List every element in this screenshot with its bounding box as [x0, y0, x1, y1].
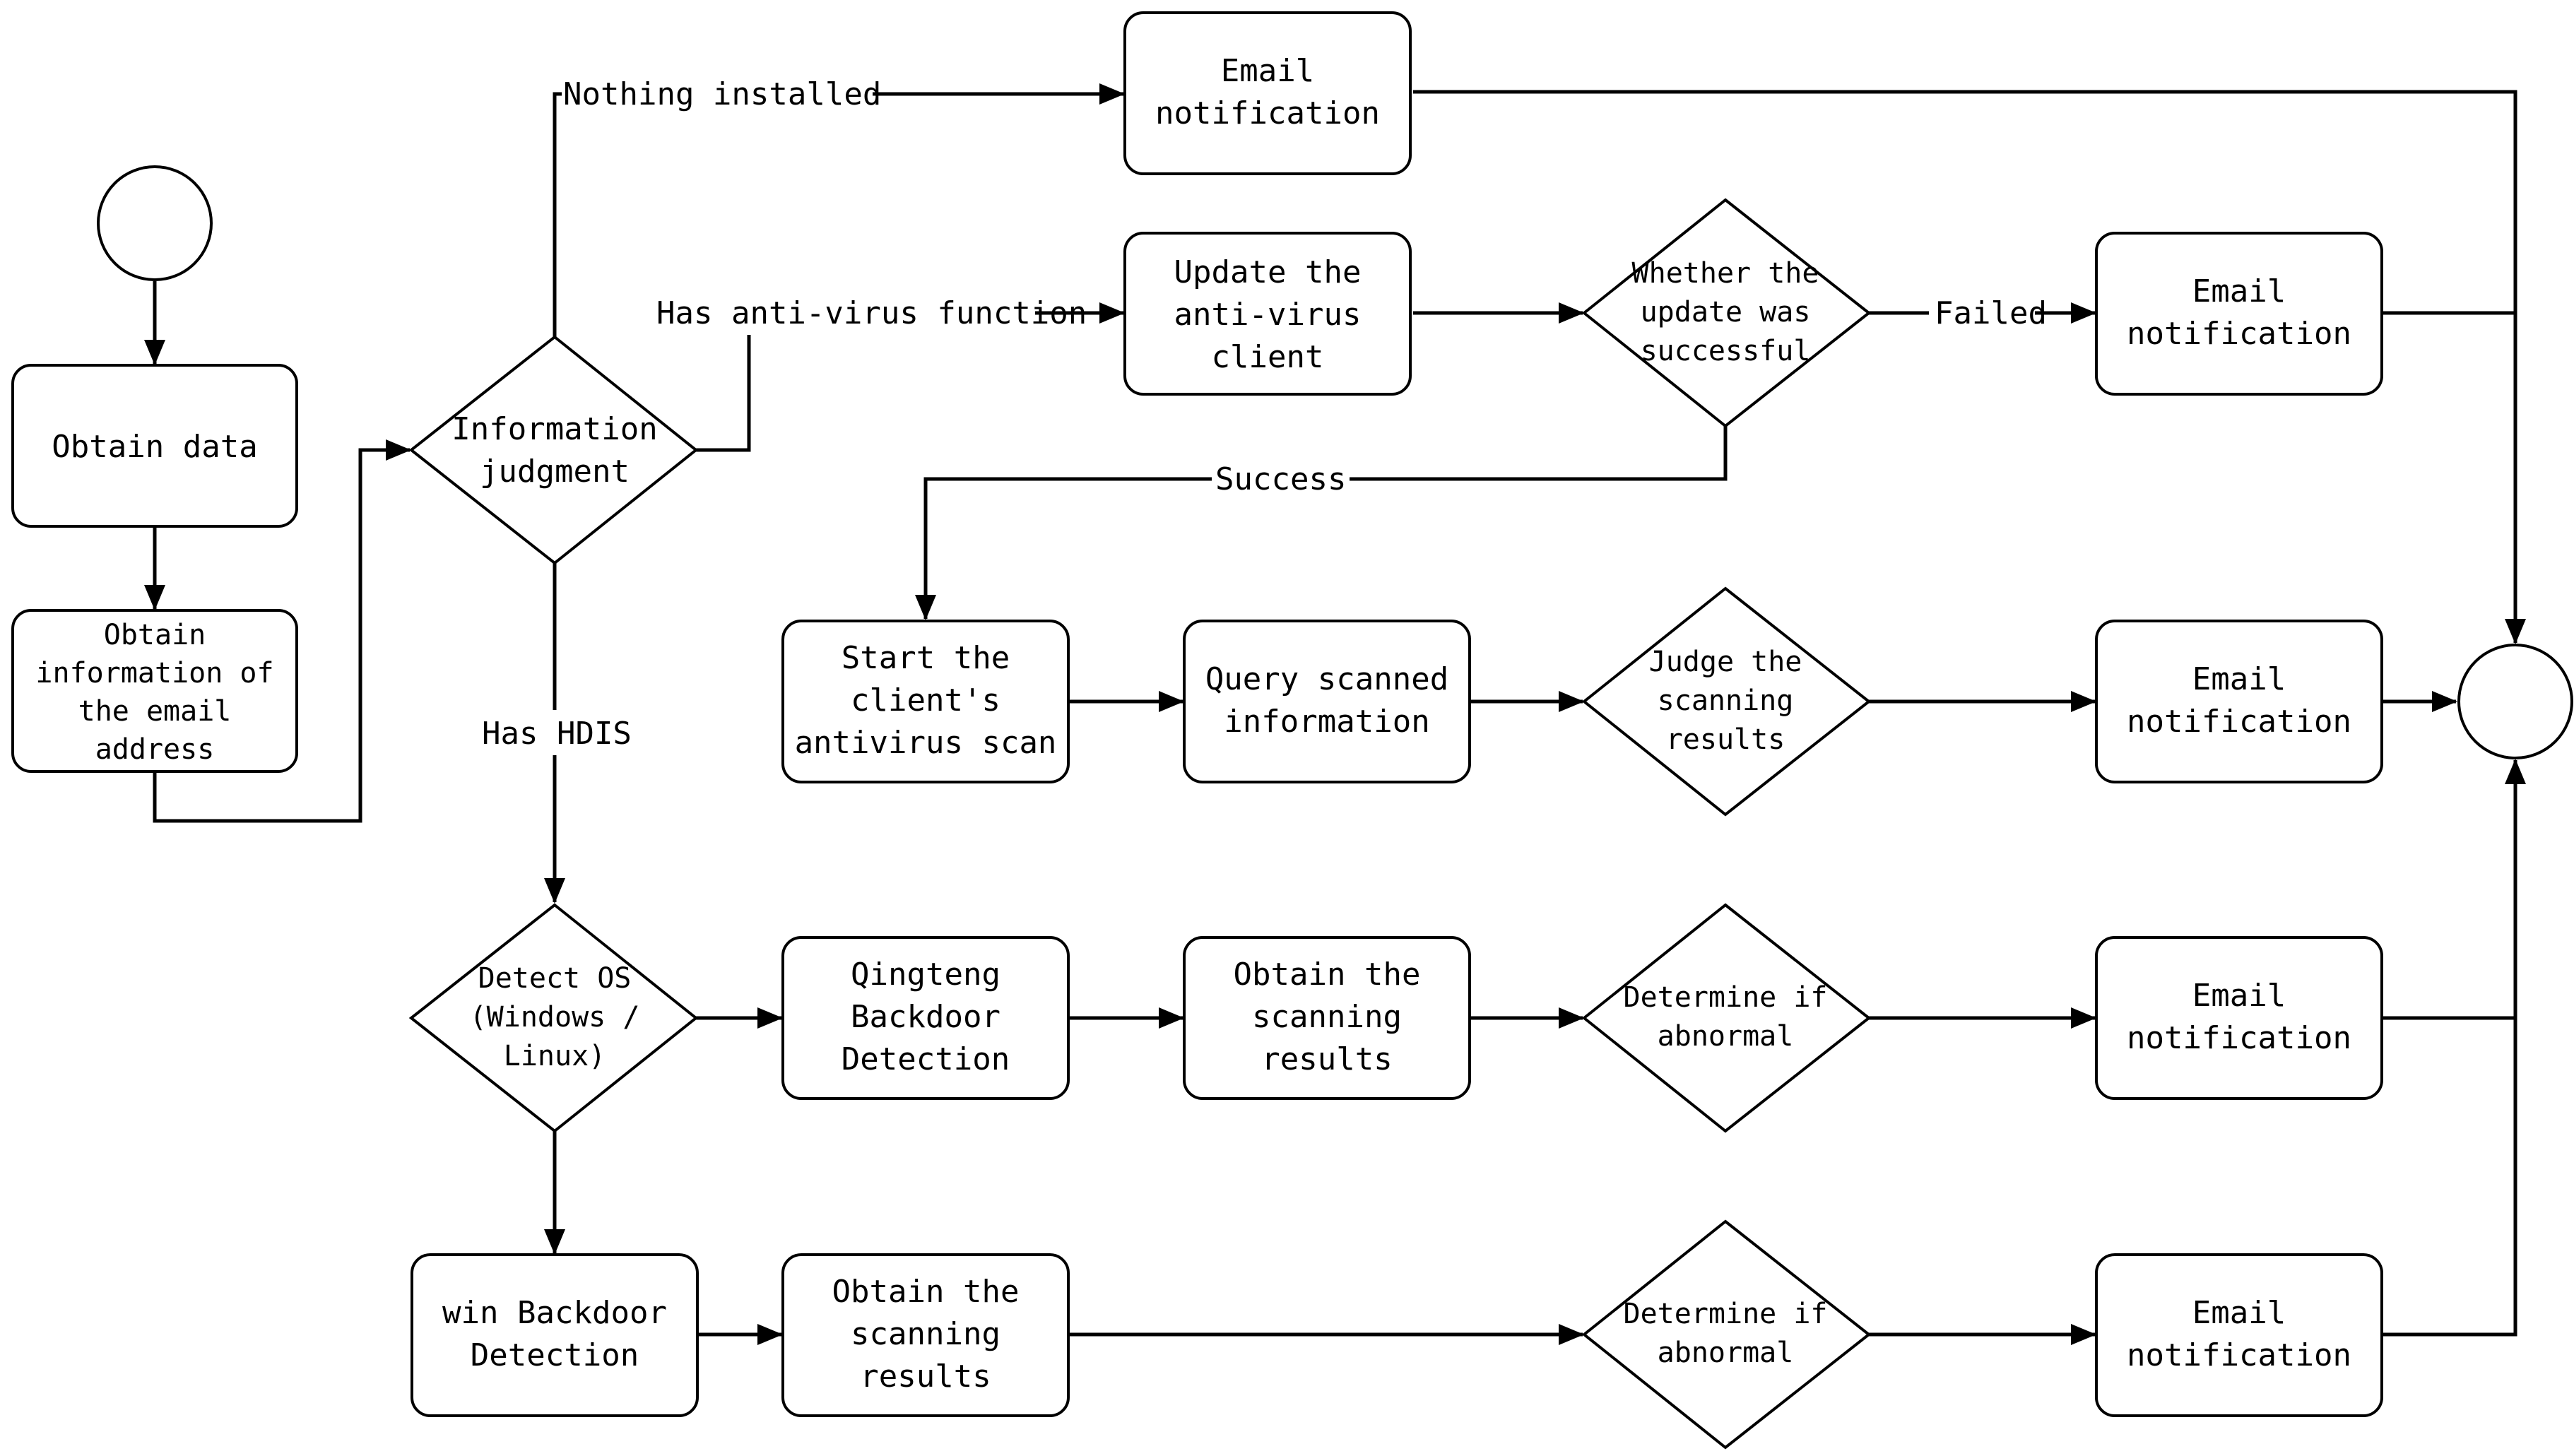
edge-email-info-to-judgment [153, 439, 411, 823]
node-obtain-results-1-line-3: results [1261, 1041, 1392, 1077]
node-email-info-line-4: address [95, 733, 215, 766]
node-email-scan: Email notification [2095, 620, 2383, 783]
node-qingteng-line-2: Backdoor [851, 999, 1000, 1035]
end-terminal [2457, 644, 2573, 759]
decision-judge-results-line-1: Judge the [1649, 646, 1802, 678]
decision-update-success-line-3: successful [1641, 335, 1811, 367]
node-qingteng-line-1: Qingteng [851, 957, 1000, 993]
node-update-client-line-3: client [1212, 339, 1324, 375]
node-email-update-line-2: notification [2127, 316, 2351, 352]
edges [144, 83, 2526, 1345]
decision-info-judgment: Information judgment [408, 335, 699, 565]
node-email-info-line-3: the email [78, 695, 232, 728]
node-qingteng: Qingteng Backdoor Detection [781, 936, 1070, 1100]
node-update-client-line-1: Update the [1174, 254, 1362, 290]
decision-update-success-line-1: Whether the [1632, 257, 1819, 290]
node-obtain-data-label: Obtain data [52, 429, 257, 465]
decision-determine-abnormal-2: Determine if abnormal [1581, 1219, 1872, 1450]
node-email-win-line-2: notification [2127, 1337, 2351, 1373]
node-email-scan-line-2: notification [2127, 704, 2351, 740]
svg-text:the email: the email [78, 695, 232, 728]
node-email-top-line-2: notification [1155, 95, 1380, 131]
decision-determine-abnormal-1: Determine if abnormal [1581, 903, 1872, 1133]
node-obtain-results-2-line-1: Obtain the [832, 1274, 1020, 1310]
node-query-scanned: Query scanned information [1183, 620, 1471, 783]
node-email-update: Email notification [2095, 232, 2383, 396]
node-start-scan-line-3: antivirus scan [795, 725, 1057, 761]
node-start-scan: Start the client's antivirus scan [781, 620, 1070, 783]
node-start-scan-line-1: Start the [842, 640, 1010, 676]
edge-judgment-nothing-installed [553, 83, 1125, 337]
decision-judge-results: Judge the scanning results [1581, 586, 1872, 817]
node-win-backdoor-line-1: win Backdoor [442, 1295, 667, 1331]
svg-text:information of: information of [35, 657, 273, 689]
node-obtain-results-2-line-3: results [860, 1359, 991, 1395]
decision-detect-os-line-1: Detect OS [478, 962, 632, 995]
decision-detect-os-line-2: (Windows / [470, 1001, 640, 1034]
decision-determine-abnormal-2-line-1: Determine if [1624, 1298, 1828, 1330]
node-win-backdoor-line-2: Detection [471, 1337, 639, 1373]
node-email-qingteng-line-2: notification [2127, 1020, 2351, 1056]
node-update-client-line-2: anti-virus [1174, 297, 1362, 333]
decision-judge-results-line-2: scanning [1658, 685, 1794, 717]
node-update-client: Update the anti-virus client [1123, 232, 1412, 396]
node-email-win-line-1: Email [2192, 1295, 2286, 1331]
decision-determine-abnormal-2-line-2: abnormal [1658, 1337, 1794, 1369]
node-query-scanned-line-1: Query scanned [1205, 661, 1448, 697]
node-obtain-results-1-line-1: Obtain the [1234, 957, 1421, 993]
node-email-top: Email notification [1123, 11, 1412, 175]
svg-text:address: address [95, 733, 215, 766]
node-obtain-results-2: Obtain the scanning results [781, 1253, 1070, 1417]
decision-info-judgment-line-1: Information [451, 411, 657, 447]
edge-top-email-to-end [1413, 90, 2526, 644]
node-email-info-line-2: information of [35, 657, 273, 689]
node-email-scan-line-1: Email [2192, 661, 2286, 697]
decision-update-success-line-2: update was [1641, 296, 1811, 329]
node-query-scanned-line-2: information [1224, 704, 1429, 740]
node-obtain-data: Obtain data [11, 364, 298, 528]
node-obtain-results-1: Obtain the scanning results [1183, 936, 1471, 1100]
node-win-backdoor: win Backdoor Detection [411, 1253, 699, 1417]
decision-info-judgment-line-2: judgment [480, 454, 630, 490]
edge-labels: Nothing installed Has anti-virus functio… [477, 71, 2047, 755]
node-email-qingteng-line-1: Email [2192, 978, 2286, 1014]
decision-judge-results-line-3: results [1666, 723, 1785, 756]
edge-update-success [915, 426, 1728, 620]
node-qingteng-line-3: Detection [842, 1041, 1010, 1077]
label-has-antivirus: Has anti-virus function [656, 295, 1087, 331]
node-obtain-email-info: Obtain information of the email address [11, 609, 298, 773]
label-nothing-installed: Nothing installed [563, 76, 881, 112]
svg-text:Obtain: Obtain [104, 619, 206, 651]
decision-detect-os: Detect OS (Windows / Linux) [408, 903, 699, 1133]
label-failed: Failed [1935, 295, 2047, 331]
node-email-win: Email notification [2095, 1253, 2383, 1417]
node-email-qingteng: Email notification [2095, 936, 2383, 1100]
decision-determine-abnormal-1-line-2: abnormal [1658, 1020, 1794, 1053]
node-email-info-line-1: Obtain [104, 619, 206, 651]
node-start-scan-line-2: client's [851, 682, 1000, 718]
node-email-update-line-1: Email [2192, 273, 2286, 309]
start-terminal [97, 165, 213, 281]
label-success: Success [1215, 461, 1346, 497]
edge-bottom-email-to-end [2381, 759, 2526, 1337]
decision-determine-abnormal-1-line-1: Determine if [1624, 981, 1828, 1014]
node-obtain-results-2-line-2: scanning [851, 1316, 1000, 1352]
node-email-top-line-1: Email [1221, 53, 1314, 89]
node-obtain-results-1-line-2: scanning [1252, 999, 1402, 1035]
label-has-hdis: Has HDIS [482, 716, 632, 752]
decision-update-success: Whether the update was successful [1581, 198, 1872, 428]
decision-detect-os-line-3: Linux) [504, 1040, 606, 1072]
